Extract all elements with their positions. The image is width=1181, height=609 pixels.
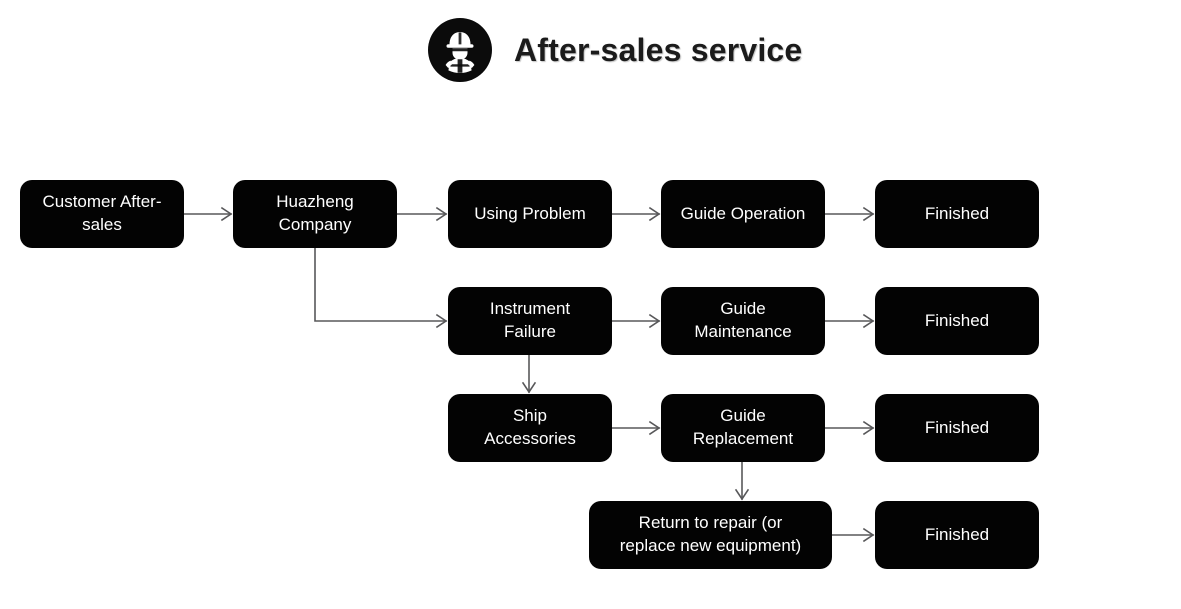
arrowhead-return-to-finished4 <box>862 527 875 543</box>
node-finished-4[interactable]: Finished <box>875 501 1039 569</box>
node-label: Guide Maintenance <box>694 299 792 341</box>
page-header: After-sales service <box>0 0 1181 110</box>
node-guide-replacement[interactable]: Guide Replacement <box>661 394 825 462</box>
arrowhead-ship-to-guiderep <box>648 420 661 436</box>
node-ship-accessories[interactable]: Ship Accessories <box>448 394 612 462</box>
arrowhead-guiderep-to-finished3 <box>862 420 875 436</box>
arrowhead-using-to-guideop <box>648 206 661 222</box>
node-label: Finished <box>924 417 990 437</box>
node-label: Using Problem <box>474 203 586 223</box>
worker-hardhat-icon <box>428 18 492 82</box>
title-group: After-sales service <box>428 18 802 82</box>
arrowhead-instrument-to-guidemaint <box>648 313 661 329</box>
node-label: Return to repair (or replace new equipme… <box>619 513 802 555</box>
node-label: Finished <box>924 524 990 544</box>
node-return-to-repair[interactable]: Return to repair (or replace new equipme… <box>589 501 832 569</box>
node-guide-maintenance[interactable]: Guide Maintenance <box>661 287 825 355</box>
node-using-problem[interactable]: Using Problem <box>448 180 612 248</box>
node-label: Instrument Failure <box>489 299 571 341</box>
node-customer-after-sales[interactable]: Customer After- sales <box>20 180 184 248</box>
arrowhead-guiderep-to-return <box>734 488 750 501</box>
node-label: Guide Operation <box>680 203 806 223</box>
node-finished-3[interactable]: Finished <box>875 394 1039 462</box>
arrowhead-guidemaint-to-finished2 <box>862 313 875 329</box>
node-finished-1[interactable]: Finished <box>875 180 1039 248</box>
node-huazheng-company[interactable]: Huazheng Company <box>233 180 397 248</box>
edge-huazheng-to-instrument <box>314 247 447 322</box>
node-guide-operation[interactable]: Guide Operation <box>661 180 825 248</box>
node-label: Guide Replacement <box>692 406 794 448</box>
node-label: Huazheng Company <box>276 192 354 234</box>
arrowhead-huazheng-to-using <box>435 206 448 222</box>
arrowhead-customer-to-huazheng <box>220 206 233 222</box>
node-instrument-failure[interactable]: Instrument Failure <box>448 287 612 355</box>
node-finished-2[interactable]: Finished <box>875 287 1039 355</box>
node-label: Ship Accessories <box>484 406 576 448</box>
node-label: Finished <box>924 310 990 330</box>
page-title: After-sales service <box>514 31 803 68</box>
node-label: Customer After- sales <box>42 192 162 234</box>
node-label: Finished <box>924 203 990 223</box>
arrowhead-instrument-to-ship <box>521 381 537 394</box>
arrowhead-huazheng-to-instrument <box>435 313 448 329</box>
arrowhead-guideop-to-finished1 <box>862 206 875 222</box>
